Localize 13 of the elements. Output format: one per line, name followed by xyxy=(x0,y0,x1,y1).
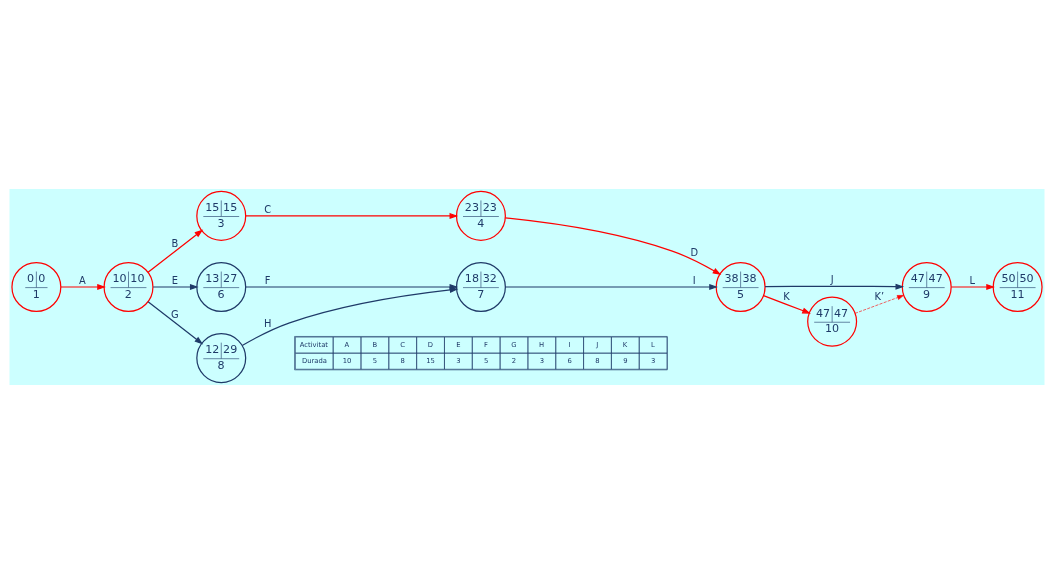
edge-label: K’ xyxy=(874,290,885,302)
edge-label: I xyxy=(692,274,696,286)
edge-label: B xyxy=(171,237,179,249)
edge-label: H xyxy=(263,317,272,329)
edge-label: J xyxy=(830,273,834,285)
edge-label: D xyxy=(690,246,699,258)
edge-label: A xyxy=(79,274,86,286)
edge-label: E xyxy=(171,274,179,286)
edge-label: F xyxy=(264,274,271,286)
edge-label: C xyxy=(264,203,272,215)
edge-label: G xyxy=(171,308,179,320)
edge-label: L xyxy=(969,274,975,286)
edge-label: K xyxy=(783,290,790,302)
